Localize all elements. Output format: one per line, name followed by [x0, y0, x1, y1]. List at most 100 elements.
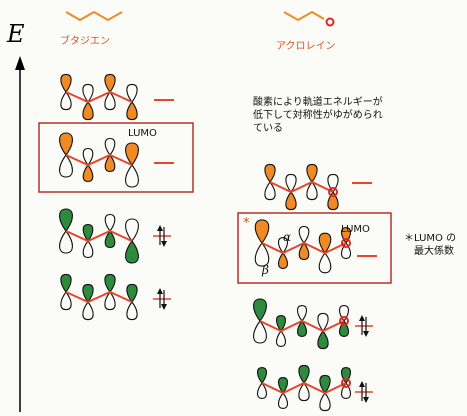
orbital-lobe-lower: [126, 301, 138, 321]
butadiene-lumo-box: [38, 122, 194, 193]
orbital-lobe-upper: [318, 232, 332, 254]
orbital-lobe-lower: [296, 320, 308, 337]
acrolein-homo-orbital: [253, 298, 350, 350]
oxygen-atom-marker: [339, 316, 349, 326]
butadiene-homo-level: [153, 225, 171, 247]
orbital-lobe-lower: [82, 164, 94, 183]
butadiene-lumo-label: LUMO: [128, 128, 157, 139]
orbital-bond-line: [269, 180, 334, 194]
orbital-lobe-upper: [306, 163, 318, 183]
butadiene-psi3-lumo-orbital: [59, 132, 139, 188]
orbital-lobe-upper: [254, 219, 270, 244]
acrolein-name: アクロレイン: [276, 41, 336, 52]
orbital-lobe-lower: [60, 291, 72, 311]
orbital-bond-line: [65, 229, 133, 243]
orbital-lobe-upper: [82, 223, 94, 242]
orbital-lobe-upper: [285, 173, 297, 193]
orbital-lobe-lower: [298, 242, 310, 261]
orbital-lobe-upper: [104, 213, 116, 232]
butadiene-name: ブタジエン: [60, 36, 110, 47]
orbital-lobe-upper: [125, 218, 139, 242]
orbital-lobe-lower: [317, 330, 329, 350]
beta-label: β: [262, 263, 269, 277]
orbital-lobe-lower: [254, 242, 270, 267]
acrolein-skeleton-icon: [283, 10, 335, 27]
orbital-lobe-lower: [104, 230, 116, 249]
orbital-lobe-lower: [327, 191, 339, 211]
lumo-max-coefficient-note: ＊LUMO の 最大係数: [404, 233, 457, 257]
acrolein-lumo-box: [237, 212, 392, 284]
orbital-lobe-lower: [59, 154, 73, 178]
orbital-lobe-lower: [318, 252, 332, 274]
orbital-lobe-upper: [82, 83, 94, 103]
butadiene-psi2-homo-orbital: [59, 208, 139, 264]
orbital-lobe-upper: [125, 142, 139, 166]
orbital-lobe-lower: [319, 392, 331, 412]
orbital-lobe-lower: [285, 191, 297, 211]
orbital-bond-line: [65, 90, 133, 104]
oxygen-atom-marker: [341, 378, 351, 388]
orbital-lobe-lower: [125, 240, 139, 264]
orbital-lobe-lower: [277, 392, 289, 409]
orbital-lobe-upper: [60, 273, 72, 293]
energy-axis-arrowhead: [15, 56, 25, 70]
acrolein-lumo-label: LUMO: [341, 224, 370, 235]
oxygen-effect-note: 酸素により軌道エネルギーが 低下して対称性がゆがめられ ている: [253, 97, 383, 134]
orbital-lobe-upper: [253, 298, 267, 322]
acrolein-psi1-level: [355, 381, 373, 403]
orbital-bond-line: [261, 381, 347, 395]
orbital-bond-line: [65, 153, 133, 167]
orbital-lobe-upper: [256, 367, 268, 384]
orbital-lobe-lower: [340, 382, 352, 399]
butadiene-psi1-orbital: [60, 273, 138, 321]
orbital-lobe-lower: [256, 382, 268, 399]
orbital-lobe-lower: [104, 154, 116, 173]
orbital-bond-line: [65, 290, 133, 304]
alpha-label: α: [283, 230, 292, 244]
orbital-lobe-upper: [338, 305, 350, 322]
orbital-lobe-lower: [82, 301, 94, 321]
acrolein-lumo-orbital: [254, 219, 352, 274]
orbital-lobe-upper: [277, 377, 289, 394]
orbital-lobe-lower: [264, 181, 276, 201]
orbital-lobe-upper: [275, 315, 287, 332]
oxygen-atom-marker: [328, 187, 338, 197]
energy-axis-label: E: [7, 20, 25, 48]
max-coefficient-asterisk: *: [243, 216, 250, 231]
butadiene-skeleton-icon: [65, 10, 123, 22]
orbital-lobe-lower: [306, 181, 318, 201]
orbital-lobe-upper: [126, 283, 138, 303]
orbital-bond-line: [261, 241, 347, 255]
orbital-lobe-upper: [60, 73, 72, 93]
orbital-lobe-upper: [298, 225, 310, 244]
orbital-lobe-lower: [253, 320, 267, 344]
orbital-lobe-upper: [317, 312, 329, 332]
acrolein-psi4-orbital: [264, 163, 339, 211]
orbital-lobe-upper: [327, 173, 339, 193]
orbital-lobe-upper: [296, 305, 308, 322]
butadiene-psi4-orbital: [60, 73, 138, 121]
orbital-lobe-upper: [264, 163, 276, 183]
orbital-lobe-upper: [319, 374, 331, 394]
orbital-lobe-lower: [60, 91, 72, 111]
orbital-lobe-lower: [298, 382, 310, 402]
orbital-lobe-upper: [104, 137, 116, 156]
orbital-lobe-upper: [59, 208, 73, 232]
orbital-lobe-lower: [59, 230, 73, 254]
orbital-lobe-lower: [82, 240, 94, 259]
orbital-lobe-lower: [125, 164, 139, 188]
orbital-lobe-lower: [340, 242, 352, 259]
orbital-lobe-upper: [104, 273, 116, 293]
butadiene-psi1-level: [153, 288, 171, 310]
orbital-lobe-upper: [104, 73, 116, 93]
orbital-lobe-lower: [275, 330, 287, 347]
orbital-lobe-lower: [277, 252, 289, 269]
oxygen-atom-marker: [341, 238, 351, 248]
orbital-lobe-upper: [59, 132, 73, 156]
orbital-lobe-upper: [82, 147, 94, 166]
acrolein-psi1-orbital: [256, 364, 352, 412]
orbital-lobe-lower: [126, 101, 138, 121]
orbital-lobe-upper: [277, 237, 289, 254]
orbital-lobe-lower: [104, 91, 116, 111]
